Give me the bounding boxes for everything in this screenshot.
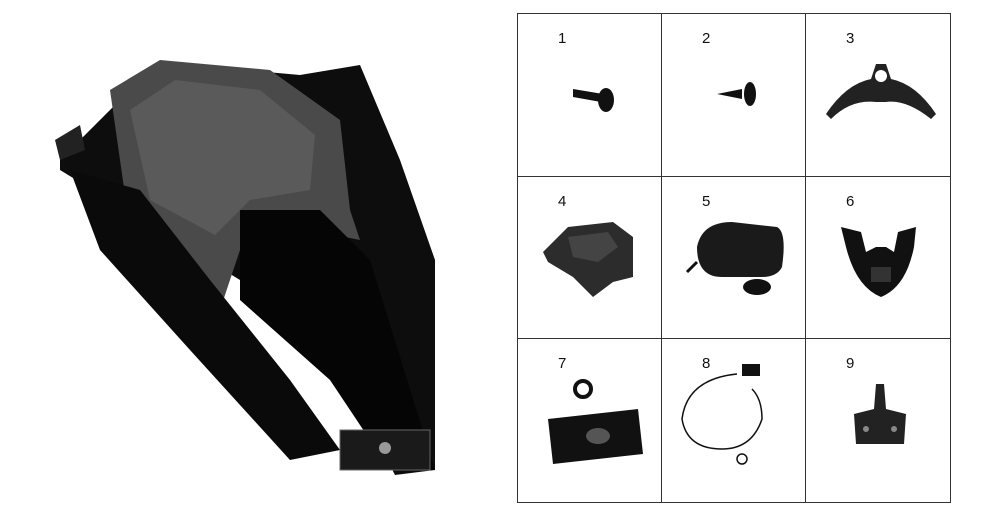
hinge-bracket-icon	[854, 384, 906, 445]
part-cell-9: 9	[806, 339, 950, 502]
fairing-assembly-image	[55, 60, 435, 475]
parts-grid: 1 2 3 4 5 6	[517, 13, 951, 503]
cable-switch-icon	[681, 364, 763, 466]
part-cell-8: 8	[662, 339, 806, 502]
push-rivet-icon	[717, 82, 756, 106]
part-number: 6	[846, 192, 855, 210]
part-cell-4: 4	[518, 176, 662, 340]
part-cell-2: 2	[662, 14, 806, 177]
part-cell-5: 5	[662, 176, 806, 340]
part-number: 5	[702, 192, 711, 210]
part-cell-7: 7	[518, 339, 662, 502]
inner-panel-icon	[543, 221, 633, 297]
screw-icon	[573, 88, 614, 112]
part-cell-3: 3	[806, 14, 950, 177]
part-number: 8	[702, 355, 711, 373]
part-number: 3	[846, 30, 855, 47]
bracket-icon	[826, 64, 936, 119]
part-cell-6: 6	[806, 177, 950, 340]
part-number: 7	[558, 355, 567, 373]
part-number: 1	[558, 30, 567, 47]
part-cell-1: 1	[518, 14, 662, 177]
part-number: 4	[558, 192, 567, 210]
switch-housing-icon	[548, 379, 643, 465]
console-cover-icon	[685, 221, 784, 295]
lower-fairing-icon	[841, 226, 916, 297]
part-number: 2	[702, 30, 711, 47]
part-number: 9	[846, 355, 855, 373]
